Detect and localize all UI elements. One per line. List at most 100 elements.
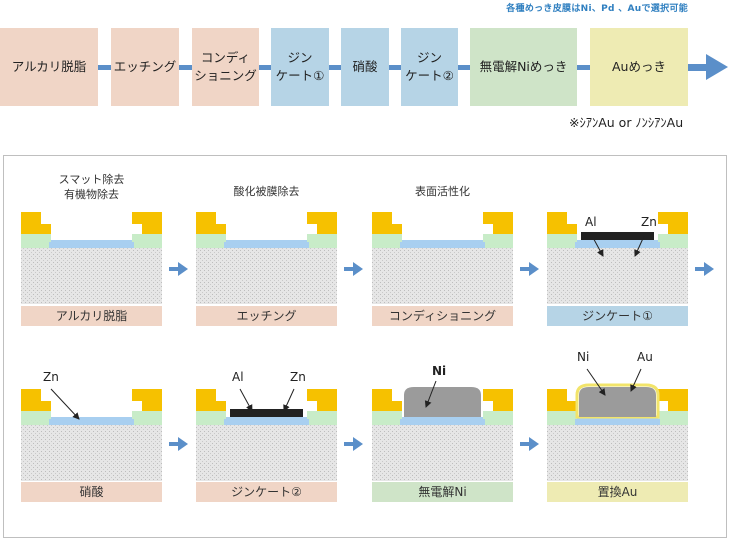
next-step-arrow-icon	[695, 262, 714, 276]
cross-section-diagram: Zn	[21, 370, 162, 481]
passivation-edge	[41, 234, 51, 242]
process-step-4: Al Zn ジンケート①	[547, 156, 688, 331]
annotation-label: Zn	[290, 370, 306, 384]
passivation-edge	[216, 234, 226, 242]
annotation-label: Al	[232, 370, 244, 384]
annotation-label: Ni	[432, 364, 446, 378]
passivation-edge	[392, 234, 402, 242]
silicon-substrate	[196, 425, 337, 481]
flow-step-zincate-1: ジン ケート①	[271, 28, 329, 106]
silicon-substrate	[21, 425, 162, 481]
flow-step-au-plating: Auめっき	[590, 28, 688, 106]
aluminum-layer	[216, 240, 317, 248]
annotation-label: Ni	[577, 350, 589, 364]
cover-layer	[132, 389, 162, 411]
next-step-arrow-icon	[520, 262, 539, 276]
aluminum-layer	[567, 417, 668, 425]
cover-layer	[547, 212, 577, 234]
cover-layer	[21, 212, 51, 234]
passivation-edge	[132, 234, 142, 242]
flow-connector	[179, 65, 192, 70]
annotation-pointer	[50, 388, 80, 420]
cover-layer	[372, 389, 402, 411]
silicon-substrate	[547, 248, 688, 304]
cover-layer	[547, 389, 577, 411]
step-caption: 酸化被膜除去	[233, 185, 300, 198]
flow-step-etching: エッチング	[111, 28, 179, 106]
passivation-edge	[567, 234, 577, 242]
annotation-label: Al	[585, 215, 597, 229]
passivation-edge	[658, 234, 668, 242]
silicon-substrate	[372, 425, 513, 481]
cover-layer	[658, 389, 688, 411]
process-step-2: 酸化被膜除去エッチング	[196, 156, 337, 331]
next-step-arrow-icon	[169, 437, 188, 451]
cover-layer	[372, 212, 402, 234]
annotation-pointer	[630, 368, 642, 392]
aluminum-layer	[216, 417, 317, 425]
cross-section-diagram	[196, 212, 337, 304]
zincate-layer	[230, 409, 303, 417]
gold-layer	[575, 383, 660, 419]
step-label: ジンケート②	[196, 482, 337, 502]
cover-layer	[483, 389, 513, 411]
step-caption: 表面活性化	[415, 185, 470, 198]
flow-step-electroless-ni: 無電解Niめっき	[470, 28, 577, 106]
annotation-pointer	[634, 233, 646, 257]
step-label: 無電解Ni	[372, 482, 513, 502]
next-step-arrow-icon	[344, 437, 363, 451]
flow-connector	[98, 65, 111, 70]
nickel-layer	[579, 387, 656, 417]
passivation-edge	[307, 411, 317, 419]
annotation-pointer	[239, 388, 253, 412]
step-label: ジンケート①	[547, 306, 688, 326]
annotation-pointer	[283, 388, 295, 412]
annotation-pointer	[590, 233, 604, 257]
cross-section-diagram: Ni	[372, 364, 513, 481]
cover-layer	[307, 212, 337, 234]
aluminum-layer	[392, 240, 493, 248]
annotation-label: Zn	[641, 215, 657, 229]
annotation-pointer	[586, 368, 606, 396]
step-label: アルカリ脱脂	[21, 306, 162, 326]
next-step-arrow-icon	[169, 262, 188, 276]
cover-layer	[21, 389, 51, 411]
step-label: 硝酸	[21, 482, 162, 502]
flow-connector	[458, 65, 470, 70]
nickel-layer	[404, 387, 481, 417]
flow-footnote: ※ｼｱﾝAu or ﾉﾝｼｱﾝAu	[569, 115, 684, 130]
process-step-1: スマット除去 有機物除去アルカリ脱脂	[21, 156, 162, 331]
flow-end-arrow-icon	[706, 54, 728, 80]
cross-section-diagram: Al Zn	[196, 370, 337, 481]
silicon-substrate	[196, 248, 337, 304]
passivation-edge	[392, 411, 402, 419]
step-label: エッチング	[196, 306, 337, 326]
cross-section-diagram	[372, 212, 513, 304]
zincate-layer	[581, 232, 654, 240]
flow-step-zincate-2: ジン ケート②	[401, 28, 458, 106]
aluminum-layer	[41, 417, 142, 425]
process-step-6: Al Zn ジンケート②	[196, 331, 337, 506]
passivation-edge	[132, 411, 142, 419]
flow-connector	[577, 65, 590, 70]
annotation-pointer	[424, 380, 437, 408]
process-step-3: 表面活性化コンディショニング	[372, 156, 513, 331]
step-label: 置換Au	[547, 482, 688, 502]
header-note: 各種めっき皮膜はNi、Pd 、Auで選択可能	[506, 4, 688, 14]
cross-section-diagram	[21, 212, 162, 304]
flow-connector	[329, 65, 341, 70]
flow-end-arrow-shaft	[688, 64, 708, 71]
passivation-edge	[216, 411, 226, 419]
cross-section-panel: スマット除去 有機物除去アルカリ脱脂酸化被膜除去エッチング表面活性化コンディショ…	[3, 155, 727, 538]
cover-layer	[483, 212, 513, 234]
cross-section-diagram: Al Zn	[547, 212, 688, 304]
passivation-edge	[483, 411, 493, 419]
flow-step-alkaline-degreasing: アルカリ脱脂	[0, 28, 98, 106]
cover-layer	[658, 212, 688, 234]
silicon-substrate	[372, 248, 513, 304]
flow-connector	[389, 65, 401, 70]
annotation-label: Zn	[43, 370, 59, 384]
step-label: コンディショニング	[372, 306, 513, 326]
